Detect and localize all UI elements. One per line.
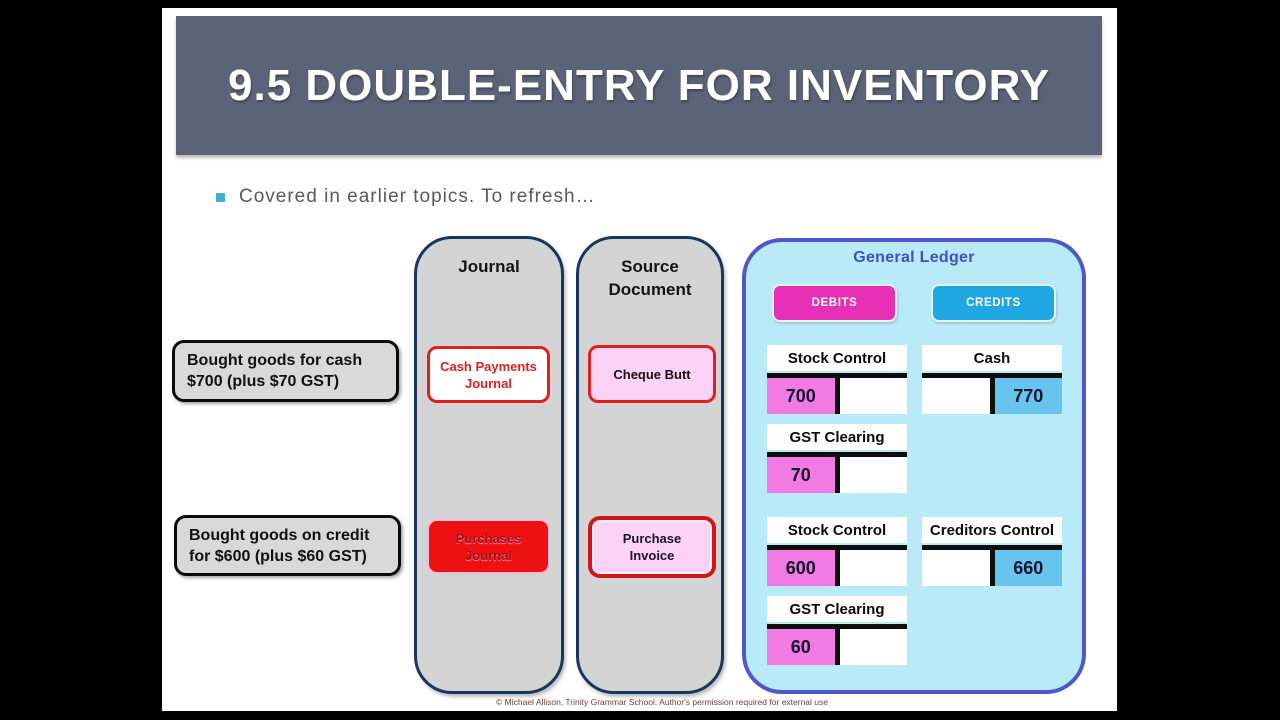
source-header-line: Document [608, 280, 692, 299]
purchases-journal-box: Purchases Journal [427, 519, 550, 574]
account-name: Stock Control [767, 345, 907, 371]
scenario-box-credit-purchase: Bought goods on credit for $600 (plus $6… [174, 515, 401, 576]
t-account-body: 70 [767, 452, 907, 493]
t-account-body: 770 [922, 373, 1062, 414]
journal-item-line: Journal [465, 547, 512, 563]
credit-cell [836, 457, 907, 493]
copyright-footer: © Michael Allison, Trinity Grammar Schoo… [496, 697, 828, 707]
t-account-body: 700 [767, 373, 907, 414]
page-title: 9.5 DOUBLE-ENTRY FOR INVENTORY [228, 60, 1051, 110]
debit-cell: 700 [767, 378, 837, 414]
journal-item-line: Cash Payments [440, 358, 537, 374]
credit-cell: 660 [991, 550, 1062, 586]
credit-cell [836, 550, 907, 586]
journal-column-header: Journal [458, 257, 520, 276]
journal-item-line: Journal [465, 375, 512, 391]
account-name: GST Clearing [767, 424, 907, 450]
debits-badge: DEBITS [772, 284, 897, 322]
account-name: Stock Control [767, 517, 907, 543]
general-ledger-title: General Ledger [853, 249, 975, 266]
debit-cell: 600 [767, 550, 837, 586]
slide-canvas: 9.5 DOUBLE-ENTRY FOR INVENTORY Covered i… [162, 8, 1117, 711]
debit-cell: 60 [767, 629, 837, 665]
title-bar: 9.5 DOUBLE-ENTRY FOR INVENTORY [176, 16, 1102, 155]
source-column-header: Source Document [579, 255, 721, 301]
source-header-line: Source [621, 257, 679, 276]
scenario-line: Bought goods on credit [189, 526, 370, 544]
purchase-invoice-box: Purchase Invoice [588, 516, 716, 578]
account-name: Cash [922, 345, 1062, 371]
bullet-line: Covered in earlier topics. To refresh… [216, 186, 596, 208]
source-item-line: Purchase [622, 531, 682, 546]
t-account-stock-control-1: Stock Control 700 [767, 345, 907, 414]
general-ledger-panel: General Ledger DEBITS CREDITS Stock Cont… [742, 238, 1086, 694]
cash-payments-journal-box: Cash Payments Journal [427, 346, 550, 403]
scenario-box-cash-purchase: Bought goods for cash $700 (plus $70 GST… [172, 340, 399, 402]
journal-column: Journal Cash Payments Journal Purchases … [414, 236, 564, 694]
source-document-column: Source Document Cheque Butt Purchase Inv… [576, 236, 724, 694]
scenario-line: $700 (plus $70 GST) [187, 373, 340, 390]
bullet-icon [216, 192, 225, 202]
credit-cell [836, 629, 907, 665]
credit-cell: 770 [991, 378, 1062, 414]
t-account-body: 60 [767, 624, 907, 665]
debit-cell: 70 [767, 457, 837, 493]
scenario-line: Bought goods for cash [187, 352, 363, 369]
cheque-butt-box: Cheque Butt [588, 345, 716, 403]
credit-cell [836, 378, 907, 414]
bullet-text: Covered in earlier topics. To refresh… [239, 186, 596, 207]
account-name: GST Clearing [767, 596, 907, 622]
t-account-stock-control-2: Stock Control 600 [767, 517, 907, 586]
t-account-creditors-control: Creditors Control 660 [922, 517, 1062, 586]
t-account-cash: Cash 770 [922, 345, 1062, 414]
account-name: Creditors Control [922, 517, 1062, 543]
journal-item-line: Purchases [455, 530, 522, 546]
t-account-gst-clearing-2: GST Clearing 60 [767, 596, 907, 665]
t-account-body: 600 [767, 545, 907, 586]
source-item-label: Cheque Butt [613, 366, 691, 382]
t-account-body: 660 [922, 545, 1062, 586]
source-item-line: Invoice [629, 548, 675, 563]
scenario-line: for $600 (plus $60 GST) [189, 547, 367, 565]
debit-cell [922, 378, 992, 414]
t-account-gst-clearing-1: GST Clearing 70 [767, 424, 907, 493]
credits-badge: CREDITS [931, 284, 1056, 322]
debit-cell [922, 550, 992, 586]
